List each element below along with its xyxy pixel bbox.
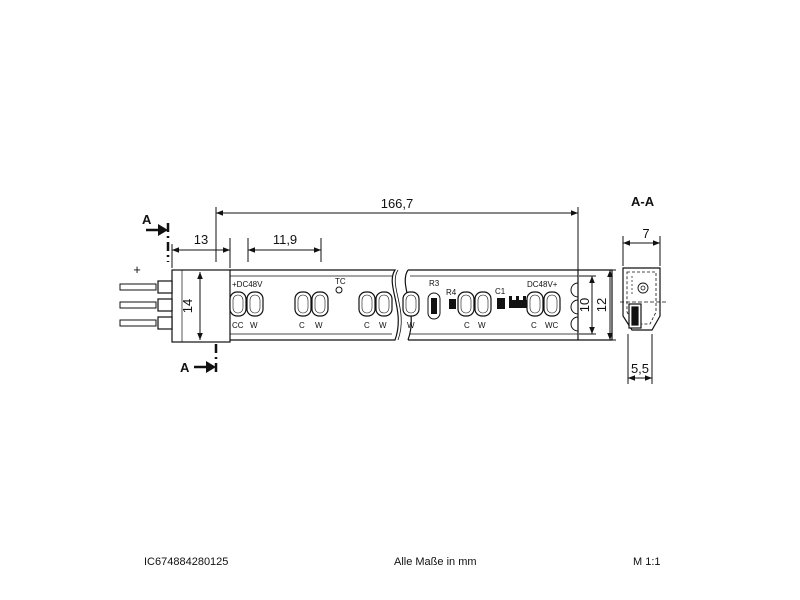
led-label: C: [531, 321, 537, 330]
dim-profile-width: [627, 334, 653, 384]
dim-strip-width-outer-value: 12: [594, 298, 609, 312]
dim-end-cap-length-value: 13: [194, 232, 208, 247]
led-group-6: [526, 291, 561, 317]
dim-profile-height: [622, 236, 661, 266]
led-group-5: [457, 291, 492, 317]
tc-label: TC: [335, 277, 346, 286]
section-line: [166, 223, 218, 374]
c1-label: C1: [495, 287, 506, 296]
units-note: Alle Maße in mm: [394, 556, 477, 568]
scale-label: M 1:1: [633, 556, 661, 568]
plus-label: +: [133, 262, 141, 277]
led-label: W: [478, 321, 486, 330]
dim-total-length: [215, 207, 579, 270]
dim-segment-length-value: 11,9: [273, 232, 297, 247]
section-marker-top: A: [142, 212, 152, 227]
end-cap-pad-3: [157, 316, 173, 330]
strip-left-inner: [230, 275, 392, 335]
led-label: WC: [545, 321, 559, 330]
dim-profile-height-value: 7: [642, 226, 649, 241]
led-label: C: [364, 321, 370, 330]
section-arrow-bottom: [194, 361, 216, 373]
section-title: A-A: [631, 194, 655, 209]
strip-break-line-left: [394, 269, 402, 341]
led-label: W: [250, 321, 258, 330]
dim-end-cap-length: [171, 238, 231, 268]
led-group-1: [229, 291, 264, 317]
led-label: C: [299, 321, 305, 330]
strip-left-outline: [230, 269, 399, 341]
dc-right-label: DC48V+: [527, 280, 558, 289]
led-label: C: [464, 321, 470, 330]
resistor-r4: [449, 299, 456, 309]
led-label: W: [315, 321, 323, 330]
strip-right-inner: [410, 275, 578, 335]
connector-wires: [119, 283, 157, 327]
led-label: W: [407, 321, 415, 330]
dim-strip-width-outer: [607, 269, 616, 341]
section-arrow-top: [146, 224, 168, 236]
r3-label: R3: [429, 279, 440, 288]
tc-pad: [335, 286, 343, 294]
dc-left-label: +DC48V: [232, 280, 263, 289]
dim-end-cap-height-value: 14: [180, 299, 195, 313]
dim-segment-length: [247, 238, 322, 262]
r4-label: R4: [446, 288, 457, 297]
end-cap-pad-1: [157, 280, 173, 294]
profile-cross-section: [620, 267, 668, 331]
article-number: IC674884280125: [144, 556, 229, 568]
led-label: CC: [232, 321, 244, 330]
led-label: W: [379, 321, 387, 330]
section-marker-bottom: A: [180, 360, 190, 375]
resistor-r3: [427, 292, 441, 320]
dim-profile-width-value: 5,5: [631, 361, 649, 376]
end-cap-pad-2: [157, 298, 173, 312]
dim-strip-width-inner-value: 10: [577, 298, 592, 312]
led-group-3: [358, 291, 393, 317]
capacitor-c1: [497, 298, 505, 309]
led-group-4: [402, 291, 420, 317]
led-group-2: [294, 291, 329, 317]
dim-total-length-value: 166,7: [381, 196, 414, 211]
component-block: [509, 296, 527, 308]
dim-strip-width-inner: [579, 275, 596, 335]
end-contacts: [570, 282, 579, 332]
